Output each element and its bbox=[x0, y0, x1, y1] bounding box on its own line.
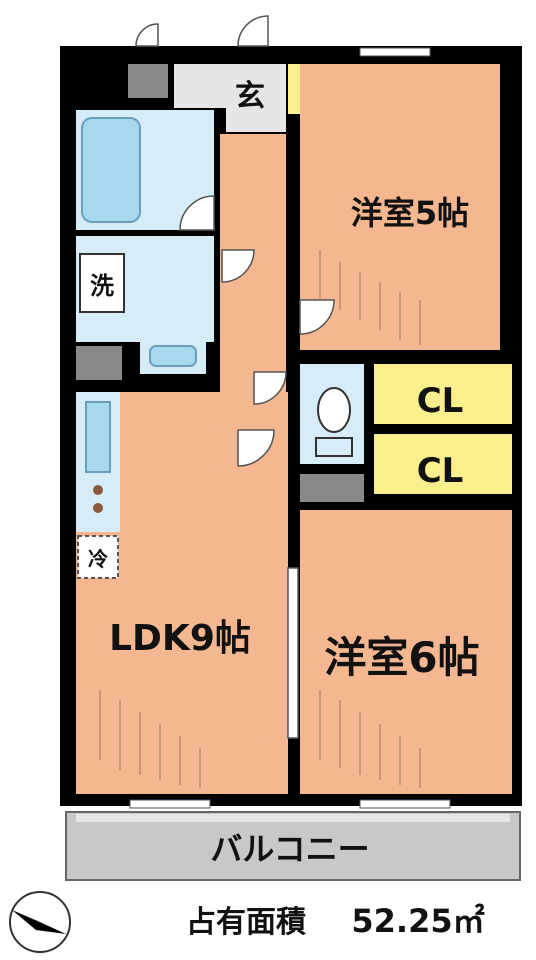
sliding-door bbox=[287, 567, 299, 739]
room5-door-swing bbox=[299, 299, 335, 335]
sink bbox=[149, 345, 197, 367]
pipe-shaft-1 bbox=[128, 64, 168, 98]
small-door-swing bbox=[135, 23, 159, 47]
pipe-shaft-2 bbox=[76, 346, 122, 380]
toilet-door-swing bbox=[253, 371, 287, 405]
stove-burner-2 bbox=[93, 503, 103, 513]
ldk-door-swing bbox=[237, 429, 275, 467]
pipe-shaft-3 bbox=[300, 474, 364, 502]
bath-door-swing bbox=[179, 195, 215, 231]
kitchen-sink bbox=[85, 401, 111, 473]
balcony bbox=[65, 811, 521, 881]
label-western-room-5: 洋室5帖 bbox=[351, 194, 469, 232]
area-label: 占有面積 bbox=[186, 905, 306, 940]
western-room-6 bbox=[300, 510, 512, 794]
label-ldk: LDK9帖 bbox=[109, 618, 251, 659]
stove-burner-1 bbox=[93, 485, 103, 495]
floor-hatching bbox=[99, 250, 421, 788]
toilet-tank bbox=[315, 437, 353, 457]
window-room5 bbox=[359, 47, 431, 57]
front-door-swing bbox=[237, 15, 269, 47]
window-room6 bbox=[359, 799, 451, 809]
label-fridge: 冷 bbox=[88, 547, 108, 571]
label-balcony: バルコニー bbox=[210, 830, 369, 868]
label-western-room-6: 洋室6帖 bbox=[324, 633, 479, 682]
toilet-bowl bbox=[317, 387, 351, 433]
balcony-rail bbox=[76, 814, 510, 822]
entrance-floor bbox=[174, 64, 286, 108]
north-arrow-icon bbox=[9, 891, 71, 953]
closet-2 bbox=[374, 434, 512, 494]
label-laundry: 洗 bbox=[90, 272, 114, 300]
label-closet-2: CL bbox=[417, 451, 464, 491]
washer-box bbox=[79, 253, 125, 313]
window-ldk bbox=[129, 799, 211, 809]
label-closet-1: CL bbox=[417, 381, 464, 421]
wash-door-swing bbox=[221, 249, 255, 283]
fridge-space bbox=[77, 535, 119, 579]
entrance-step bbox=[226, 106, 286, 132]
label-entrance: 玄 bbox=[235, 79, 265, 114]
area-value: 52.25㎡ bbox=[351, 902, 484, 940]
bathtub bbox=[81, 117, 141, 223]
closet-1 bbox=[374, 364, 512, 424]
